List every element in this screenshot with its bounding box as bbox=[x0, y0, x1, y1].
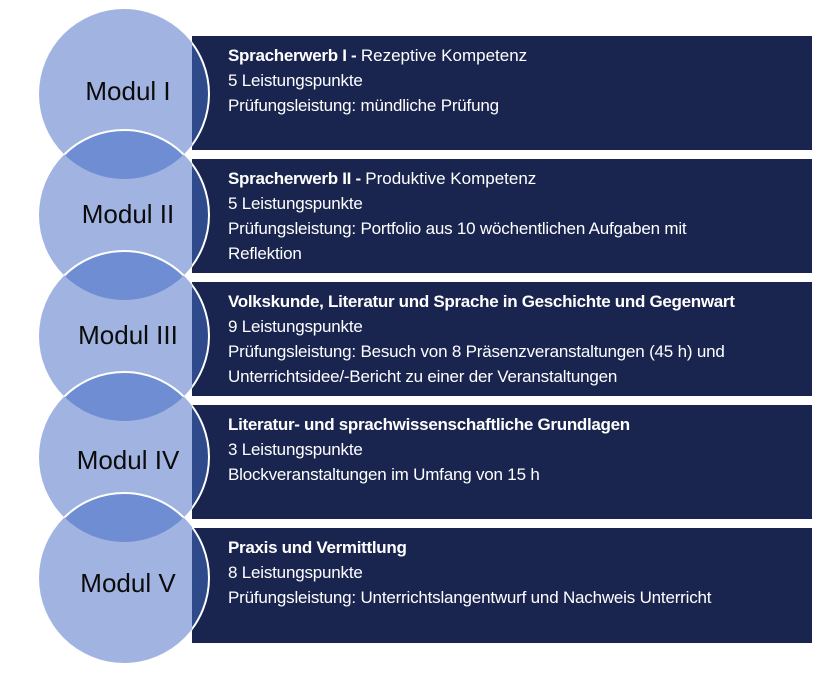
module-box-2: Spracherwerb II - Produktive Kompetenz 5… bbox=[192, 159, 812, 273]
module-label-3: Modul III bbox=[78, 320, 178, 350]
module-exam: Prüfungsleistung: Besuch von 8 Präsenzve… bbox=[228, 342, 725, 361]
module-label-1: Modul I bbox=[85, 76, 171, 106]
module-exam: Prüfungsleistung: Portfolio aus 10 wöche… bbox=[228, 219, 687, 238]
module-title-bold: Literatur- und sprachwissenschaftliche G… bbox=[228, 415, 630, 434]
module-title-bold: Spracherwerb II - bbox=[228, 169, 366, 188]
module-box-5: Praxis und Vermittlung 8 Leistungspunkte… bbox=[192, 528, 812, 643]
module-title-bold: Praxis und Vermittlung bbox=[228, 538, 407, 557]
module-title: Spracherwerb I - Rezeptive Kompetenz bbox=[228, 43, 802, 68]
module-credits: 8 Leistungspunkte bbox=[228, 563, 363, 582]
module-label-5: Modul V bbox=[80, 568, 176, 598]
module-title: Praxis und Vermittlung bbox=[228, 535, 802, 560]
module-title: Volkskunde, Literatur und Sprache in Ges… bbox=[228, 289, 802, 314]
module-box-1: Spracherwerb I - Rezeptive Kompetenz 5 L… bbox=[192, 36, 812, 150]
module-title-rest: Produktive Kompetenz bbox=[365, 169, 537, 188]
module-box-3: Volkskunde, Literatur und Sprache in Ges… bbox=[192, 282, 812, 396]
module-exam-cont: Unterrichtsidee/-Bericht zu einer der Ve… bbox=[228, 367, 618, 386]
module-exam-cont: Reflektion bbox=[228, 244, 302, 263]
module-credits: 9 Leistungspunkte bbox=[228, 317, 363, 336]
module-exam: Prüfungsleistung: mündliche Prüfung bbox=[228, 96, 499, 115]
module-credits: 3 Leistungspunkte bbox=[228, 440, 363, 459]
module-title: Spracherwerb II - Produktive Kompetenz bbox=[228, 166, 802, 191]
module-title: Literatur- und sprachwissenschaftliche G… bbox=[228, 412, 802, 437]
module-box-4: Literatur- und sprachwissenschaftliche G… bbox=[192, 405, 812, 519]
module-exam: Prüfungsleistung: Unterrichtslangentwurf… bbox=[228, 588, 712, 607]
module-exam: Blockveranstaltungen im Umfang von 15 h bbox=[228, 465, 540, 484]
module-label-2: Modul II bbox=[81, 199, 175, 229]
module-title-bold: Volkskunde, Literatur und Sprache in Ges… bbox=[228, 292, 735, 311]
module-credits: 5 Leistungspunkte bbox=[228, 71, 363, 90]
module-title-rest: Rezeptive Kompetenz bbox=[360, 46, 528, 65]
module-title-bold: Spracherwerb I - bbox=[228, 46, 361, 65]
module-label-4: Modul IV bbox=[76, 445, 180, 475]
module-credits: 5 Leistungspunkte bbox=[228, 194, 363, 213]
